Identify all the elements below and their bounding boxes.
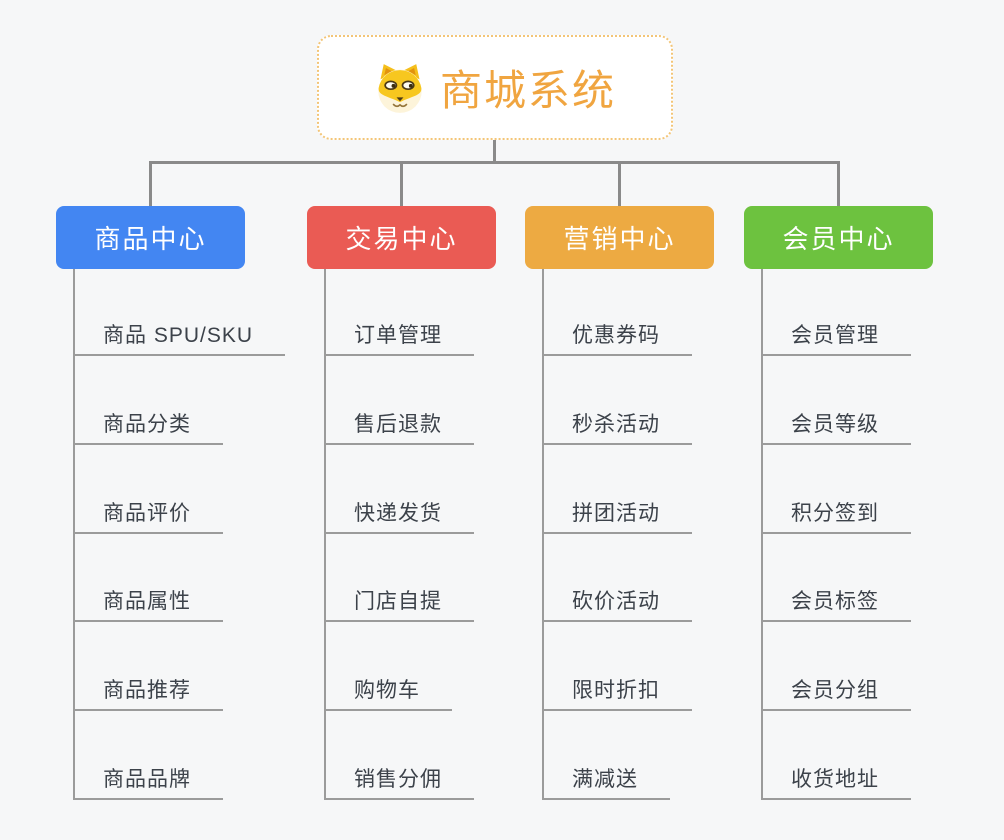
leaf-item[interactable]: 售后退款 (324, 408, 474, 445)
leaf-item[interactable]: 商品分类 (73, 408, 223, 445)
connector-horizontal (149, 161, 840, 164)
leaf-item[interactable]: 商品评价 (73, 497, 223, 534)
dog-face-icon (378, 63, 422, 113)
branch-node-product-center[interactable]: 商品中心 (56, 206, 245, 269)
leaf-item[interactable]: 商品品牌 (73, 763, 223, 800)
leaf-item[interactable]: 优惠券码 (542, 319, 692, 356)
connector-branch-drop (149, 161, 152, 207)
leaf-item[interactable]: 砍价活动 (542, 585, 692, 622)
connector-root-stem (493, 140, 496, 164)
branch-spine (542, 269, 544, 800)
branch-node-marketing-center[interactable]: 营销中心 (525, 206, 714, 269)
root-node[interactable]: 商城系统 (317, 35, 673, 140)
connector-branch-drop (837, 161, 840, 207)
leaf-item[interactable]: 限时折扣 (542, 674, 692, 711)
leaf-item[interactable]: 满减送 (542, 763, 670, 800)
branch-spine (324, 269, 326, 800)
leaf-item[interactable]: 订单管理 (324, 319, 474, 356)
leaf-item[interactable]: 会员标签 (761, 585, 911, 622)
leaf-item[interactable]: 商品 SPU/SKU (73, 319, 286, 356)
branch-spine (73, 269, 75, 800)
leaf-item[interactable]: 拼团活动 (542, 497, 692, 534)
leaf-item[interactable]: 收货地址 (761, 763, 911, 800)
connector-branch-drop (618, 161, 621, 207)
root-title: 商城系统 (439, 67, 616, 114)
leaf-item[interactable]: 会员管理 (761, 319, 911, 356)
leaf-item[interactable]: 商品推荐 (73, 674, 223, 711)
branch-spine (761, 269, 763, 800)
leaf-item[interactable]: 积分签到 (761, 497, 911, 534)
connector-branch-drop (400, 161, 403, 207)
branch-node-trade-center[interactable]: 交易中心 (307, 206, 496, 269)
leaf-item[interactable]: 商品属性 (73, 585, 223, 622)
leaf-item[interactable]: 销售分佣 (324, 763, 474, 800)
leaf-item[interactable]: 会员等级 (761, 408, 911, 445)
branch-node-member-center[interactable]: 会员中心 (744, 206, 933, 269)
leaf-item[interactable]: 秒杀活动 (542, 408, 692, 445)
leaf-item[interactable]: 会员分组 (761, 674, 911, 711)
leaf-item[interactable]: 购物车 (324, 674, 452, 711)
leaf-item[interactable]: 门店自提 (324, 585, 474, 622)
leaf-item[interactable]: 快递发货 (324, 497, 474, 534)
